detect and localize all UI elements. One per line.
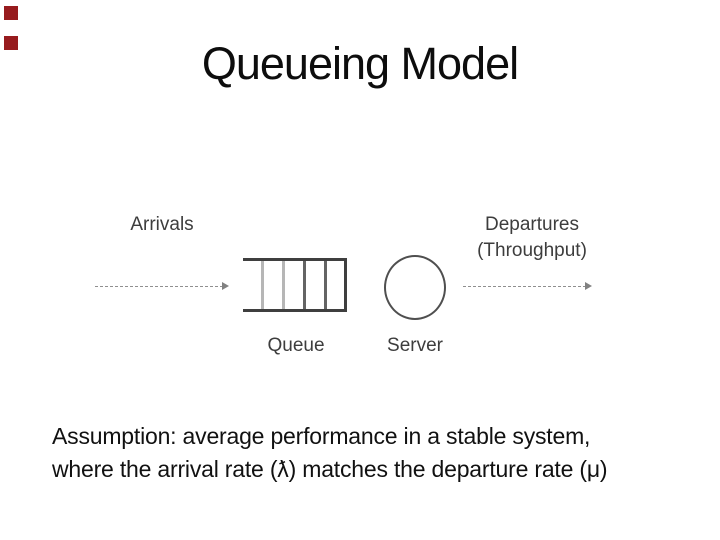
departures-arrowhead-icon — [585, 282, 592, 290]
queue-divider — [282, 261, 285, 309]
queue-label: Queue — [267, 335, 325, 356]
queue-shape-icon — [243, 258, 347, 312]
departures-label-block: Departures (Throughput) — [462, 214, 602, 262]
server-circle-icon — [384, 255, 446, 320]
arrivals-dashed-arrow-line — [95, 286, 223, 287]
assumption-text: Assumption: average performance in a sta… — [52, 420, 712, 486]
throughput-label: (Throughput) — [477, 240, 587, 261]
assumption-line-2: where the arrival rate (ƛ) matches the d… — [52, 456, 608, 482]
template-red-square-top — [4, 6, 18, 20]
arrivals-label: Arrivals — [130, 214, 194, 235]
queue-right-edge — [344, 261, 347, 309]
queue-divider — [303, 261, 306, 309]
departures-label: Departures — [485, 214, 579, 235]
queue-divider — [324, 261, 327, 309]
server-label: Server — [387, 335, 443, 356]
template-red-square-bottom — [4, 36, 18, 50]
arrivals-arrowhead-icon — [222, 282, 229, 290]
assumption-line-1: Assumption: average performance in a sta… — [52, 423, 591, 449]
queue-divider — [261, 261, 264, 309]
slide-title: Queueing Model — [201, 38, 519, 89]
departures-dashed-arrow-line — [463, 286, 586, 287]
